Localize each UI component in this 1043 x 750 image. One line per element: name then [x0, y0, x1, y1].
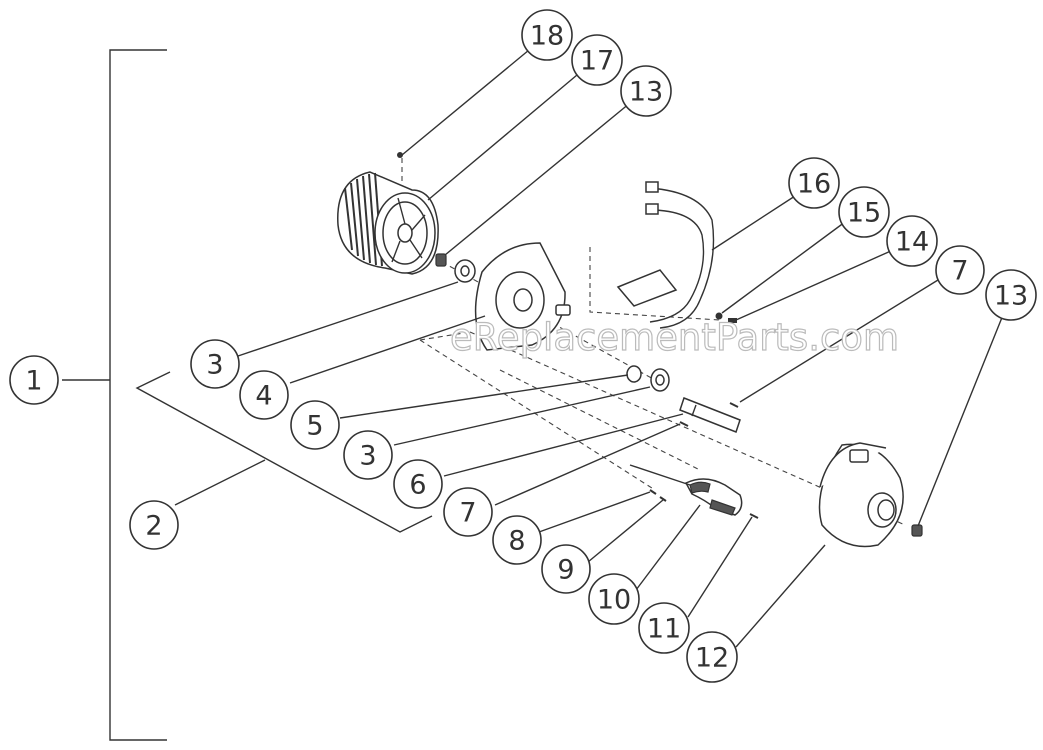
nut-upper — [435, 253, 447, 267]
svg-text:5: 5 — [306, 411, 323, 442]
svg-text:11: 11 — [647, 614, 681, 645]
callout-1: 1 — [9, 355, 59, 405]
screw-8 — [649, 489, 657, 495]
svg-text:7: 7 — [459, 498, 476, 529]
svg-text:2: 2 — [145, 511, 162, 542]
svg-text:7: 7 — [951, 256, 968, 287]
callout-9: 9 — [541, 544, 591, 594]
svg-text:3: 3 — [206, 350, 223, 381]
svg-text:4: 4 — [255, 381, 272, 412]
callout-3-lower: 3 — [343, 430, 393, 480]
subassembly-bracket — [135, 371, 433, 533]
svg-text:14: 14 — [895, 227, 929, 258]
nut-lower — [911, 524, 923, 537]
svg-text:18: 18 — [530, 21, 564, 52]
leader-lines — [237, 49, 1006, 648]
callout-6: 6 — [393, 459, 443, 509]
callout-14: 14 — [886, 215, 938, 267]
callout-16: 16 — [788, 157, 840, 209]
svg-text:10: 10 — [597, 585, 631, 616]
callout-18: 18 — [521, 9, 573, 61]
svg-text:1: 1 — [25, 366, 42, 397]
svg-text:15: 15 — [847, 198, 881, 229]
svg-text:13: 13 — [629, 77, 663, 108]
screw — [728, 318, 737, 323]
svg-text:9: 9 — [557, 555, 574, 586]
capacitor-bracket — [629, 464, 743, 516]
callout-13-upper: 13 — [620, 65, 672, 117]
key-lower — [679, 421, 689, 427]
callout-12: 12 — [686, 631, 738, 683]
wiring-harness — [616, 181, 715, 329]
bearing-upper — [454, 259, 476, 283]
watermark-text: eReplacementParts.com — [450, 316, 899, 359]
callout-10: 10 — [588, 573, 640, 625]
callout-2: 2 — [129, 500, 179, 550]
svg-text:12: 12 — [695, 643, 729, 674]
svg-text:17: 17 — [580, 46, 614, 77]
svg-text:16: 16 — [797, 169, 831, 200]
callout-13-lower: 13 — [985, 269, 1037, 321]
svg-text:8: 8 — [508, 526, 525, 557]
sleeve-bushing — [626, 365, 642, 383]
key-upper — [729, 402, 739, 408]
callout-7-lower: 7 — [443, 487, 493, 537]
blower-wheel — [337, 171, 439, 275]
callout-15: 15 — [838, 186, 890, 238]
callout-5: 5 — [290, 400, 340, 450]
motor-shaft — [679, 397, 741, 433]
bearing-lower — [650, 368, 670, 392]
motor-end-plate — [474, 242, 571, 351]
motor-housing — [818, 442, 904, 548]
screw-9 — [659, 496, 667, 502]
callout-8: 8 — [492, 515, 542, 565]
svg-text:6: 6 — [409, 470, 426, 501]
assembly-bracket — [62, 49, 167, 741]
svg-text:3: 3 — [359, 441, 376, 472]
callout-3-upper: 3 — [190, 339, 240, 389]
callout-17: 17 — [571, 34, 623, 86]
callout-4: 4 — [239, 370, 289, 420]
callout-11: 11 — [638, 602, 690, 654]
screw-11 — [749, 513, 759, 519]
washer — [715, 312, 723, 320]
callout-7-upper: 7 — [935, 245, 985, 295]
svg-text:13: 13 — [994, 281, 1028, 312]
set-screw — [397, 152, 403, 158]
